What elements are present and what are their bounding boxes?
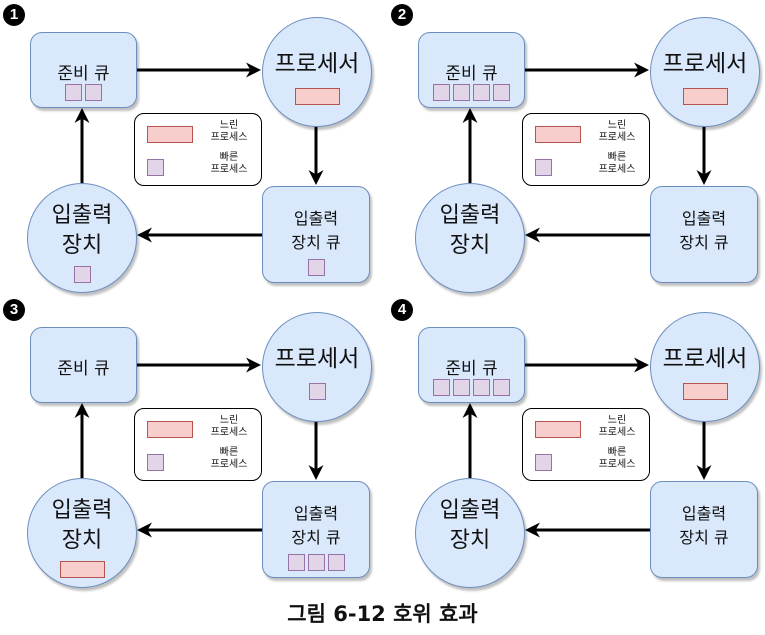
legend-fast-swatch	[535, 159, 552, 176]
io-device: 입출력 장치	[415, 183, 525, 293]
processor: 프로세서	[262, 17, 372, 127]
flow-arrows	[462, 62, 712, 243]
slow-process	[682, 383, 728, 400]
legend-fast-label: 빠른 프로세스	[210, 447, 248, 470]
figure-caption: 그림 6-12 호위 효과	[287, 602, 478, 626]
processor-tokens	[263, 383, 371, 400]
flow-arrows	[462, 357, 712, 538]
legend-slow-swatch	[147, 126, 193, 143]
legend-slow-label: 느린 프로세스	[598, 415, 636, 438]
legend: 느린 프로세스 빠른 프로세스	[134, 408, 262, 481]
legend-slow-swatch	[535, 126, 581, 143]
processor-tokens	[651, 383, 759, 400]
io-device-tokens	[28, 561, 136, 578]
io-device-label: 입출력 장치	[439, 203, 501, 258]
legend-fast-swatch	[147, 159, 164, 176]
ready-queue-label: 준비 큐	[445, 359, 498, 379]
processor-tokens	[263, 88, 371, 105]
ready-queue: 준비 큐	[418, 32, 525, 108]
io-queue-label: 입출력 장치 큐	[679, 209, 729, 252]
io-device-label: 입출력 장치	[51, 498, 113, 553]
step-badge: 4	[391, 299, 413, 321]
io-device-tokens	[28, 266, 136, 283]
ready-queue-label: 준비 큐	[57, 64, 110, 84]
ready-queue: 준비 큐	[30, 327, 137, 403]
legend-slow-swatch	[147, 421, 193, 438]
fast-process	[73, 266, 91, 283]
io-queue-label: 입출력 장치 큐	[679, 504, 729, 547]
ready-queue: 준비 큐	[418, 327, 525, 403]
processor-label: 프로세서	[274, 346, 360, 372]
fast-process	[433, 379, 450, 396]
ready-queue-tokens	[419, 379, 524, 396]
legend: 느린 프로세스 빠른 프로세스	[134, 113, 262, 186]
slow-process	[59, 561, 105, 578]
flow-arrows	[74, 357, 324, 538]
processor: 프로세서	[262, 312, 372, 422]
ready-queue-tokens	[419, 84, 524, 101]
processor: 프로세서	[650, 17, 760, 127]
fast-process	[307, 259, 325, 276]
processor-label: 프로세서	[662, 346, 748, 372]
fast-process	[308, 383, 326, 400]
processor: 프로세서	[650, 312, 760, 422]
legend-fast-swatch	[535, 454, 552, 471]
flow-arrows	[74, 62, 324, 243]
slow-process	[682, 88, 728, 105]
legend-slow-label: 느린 프로세스	[210, 415, 248, 438]
io-queue-tokens	[263, 554, 369, 571]
io-device-queue: 입출력 장치 큐	[262, 186, 370, 283]
io-device-queue: 입출력 장치 큐	[262, 481, 370, 578]
legend-fast-label: 빠른 프로세스	[598, 447, 636, 470]
panel-step-1: 1 준비 큐 프로세서 느린 프로세스 빠른 프로세스 입출력 장치 큐 입출력…	[0, 0, 385, 295]
io-device-label: 입출력 장치	[51, 203, 113, 258]
fast-process	[433, 84, 450, 101]
panel-step-3: 3 준비 큐 프로세서 느린 프로세스 빠른 프로세스 입출력 장치 큐 입출력…	[0, 295, 385, 590]
step-badge: 2	[391, 4, 413, 26]
fast-process	[85, 84, 102, 101]
ready-queue-label: 준비 큐	[445, 64, 498, 84]
io-device: 입출력 장치	[27, 478, 137, 588]
fast-process	[473, 84, 490, 101]
ready-queue-label: 준비 큐	[57, 359, 110, 379]
fast-process	[453, 84, 470, 101]
processor-label: 프로세서	[662, 51, 748, 77]
fast-process	[287, 554, 305, 571]
io-device-label: 입출력 장치	[439, 498, 501, 553]
fast-process	[307, 554, 325, 571]
fast-process	[327, 554, 345, 571]
legend-slow-label: 느린 프로세스	[210, 120, 248, 143]
legend-slow-swatch	[535, 421, 581, 438]
panel-step-2: 2 준비 큐 프로세서 느린 프로세스 빠른 프로세스 입출력 장치 큐 입출력…	[388, 0, 765, 295]
processor-label: 프로세서	[274, 51, 360, 77]
ready-queue: 준비 큐	[30, 32, 137, 108]
io-device: 입출력 장치	[415, 478, 525, 588]
fast-process	[493, 84, 510, 101]
fast-process	[65, 84, 82, 101]
fast-process	[453, 379, 470, 396]
slow-process	[294, 88, 340, 105]
panel-step-4: 4 준비 큐 프로세서 느린 프로세스 빠른 프로세스 입출력 장치 큐 입출력…	[388, 295, 765, 590]
step-badge: 1	[3, 4, 25, 26]
legend-slow-label: 느린 프로세스	[598, 120, 636, 143]
legend: 느린 프로세스 빠른 프로세스	[522, 408, 650, 481]
fast-process	[493, 379, 510, 396]
io-device: 입출력 장치	[27, 183, 137, 293]
io-queue-tokens	[263, 259, 369, 276]
processor-tokens	[651, 88, 759, 105]
io-queue-label: 입출력 장치 큐	[291, 504, 341, 547]
legend-fast-swatch	[147, 454, 164, 471]
io-device-queue: 입출력 장치 큐	[650, 186, 758, 283]
legend-fast-label: 빠른 프로세스	[598, 152, 636, 175]
io-device-queue: 입출력 장치 큐	[650, 481, 758, 578]
legend-fast-label: 빠른 프로세스	[210, 152, 248, 175]
step-badge: 3	[3, 299, 25, 321]
io-queue-label: 입출력 장치 큐	[291, 209, 341, 252]
legend: 느린 프로세스 빠른 프로세스	[522, 113, 650, 186]
fast-process	[473, 379, 490, 396]
ready-queue-tokens	[31, 84, 136, 101]
